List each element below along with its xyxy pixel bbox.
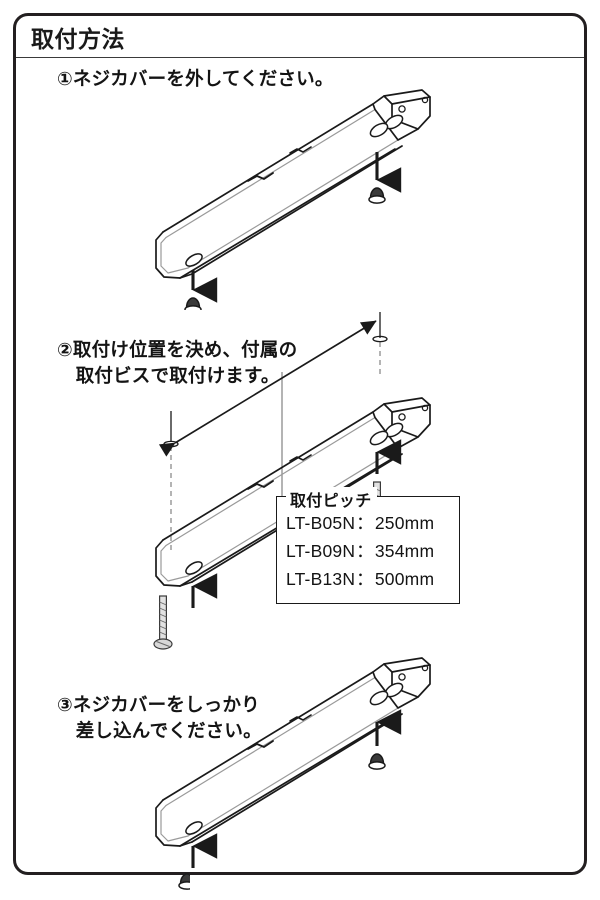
pitch-value-2: 354mm — [374, 541, 435, 561]
step-3-left-screw-cover — [130, 870, 196, 899]
step-2-left-screw — [130, 594, 190, 669]
pitch-row-2: LT-B09N ： 354mm — [286, 537, 456, 565]
screw-cover-cap-icon-right — [368, 187, 386, 204]
step-3-illustration — [130, 640, 470, 885]
screw-cover-holes — [369, 682, 404, 706]
dimension-double-arrow-icon — [158, 320, 377, 457]
pitch-separator-2: ： — [356, 541, 374, 561]
pitch-model-3: LT-B13N — [286, 569, 356, 589]
pitch-separator-3: ： — [356, 569, 374, 589]
hole-marker-left — [163, 440, 179, 448]
title-divider — [16, 57, 584, 58]
mounting-pitch-box — [276, 496, 460, 604]
pitch-separator-1: ： — [356, 513, 374, 533]
left-mounting-hole — [185, 821, 203, 835]
page-title: 取付方法 — [31, 25, 125, 52]
step-1-text: ①ネジカバーを外してください。 — [57, 68, 334, 89]
step-3-text: ③ネジカバーをしっかり 差し込んでください。 — [57, 694, 262, 741]
left-mounting-hole — [185, 561, 203, 575]
screw-cover-cap-icon-left — [184, 297, 202, 314]
pitch-value-3: 500mm — [374, 569, 435, 589]
mounting-screw-icon-left — [153, 595, 173, 650]
screw-cover-holes — [369, 114, 404, 138]
pitch-model-2: LT-B09N — [286, 541, 356, 561]
light-fixture-body — [155, 671, 403, 847]
end-cap-screw-holes — [398, 664, 429, 681]
pitch-row-1: LT-B05N ： 250mm — [286, 509, 456, 537]
light-fixture-body — [155, 103, 403, 279]
end-cap-screw-holes — [398, 404, 429, 421]
pitch-row-3: LT-B13N ： 500mm — [286, 565, 456, 593]
screw-cover-cap-icon-left — [178, 873, 196, 890]
pitch-value-1: 250mm — [374, 513, 435, 533]
pitch-model-1: LT-B05N — [286, 513, 356, 533]
mounting-pitch-legend: 取付ピッチ — [286, 487, 377, 511]
mounting-pitch-rows: LT-B05N ： 250mm LT-B09N ： 354mm LT-B13N … — [286, 509, 456, 593]
hole-marker-right — [372, 335, 388, 343]
title-bar: 取付方法 — [16, 16, 584, 57]
screw-cover-cap-icon-right — [368, 753, 386, 770]
fixture-end-cap — [372, 397, 431, 449]
end-cap-screw-holes — [398, 96, 429, 113]
left-mounting-hole — [185, 253, 203, 267]
step-1-illustration — [130, 72, 470, 315]
